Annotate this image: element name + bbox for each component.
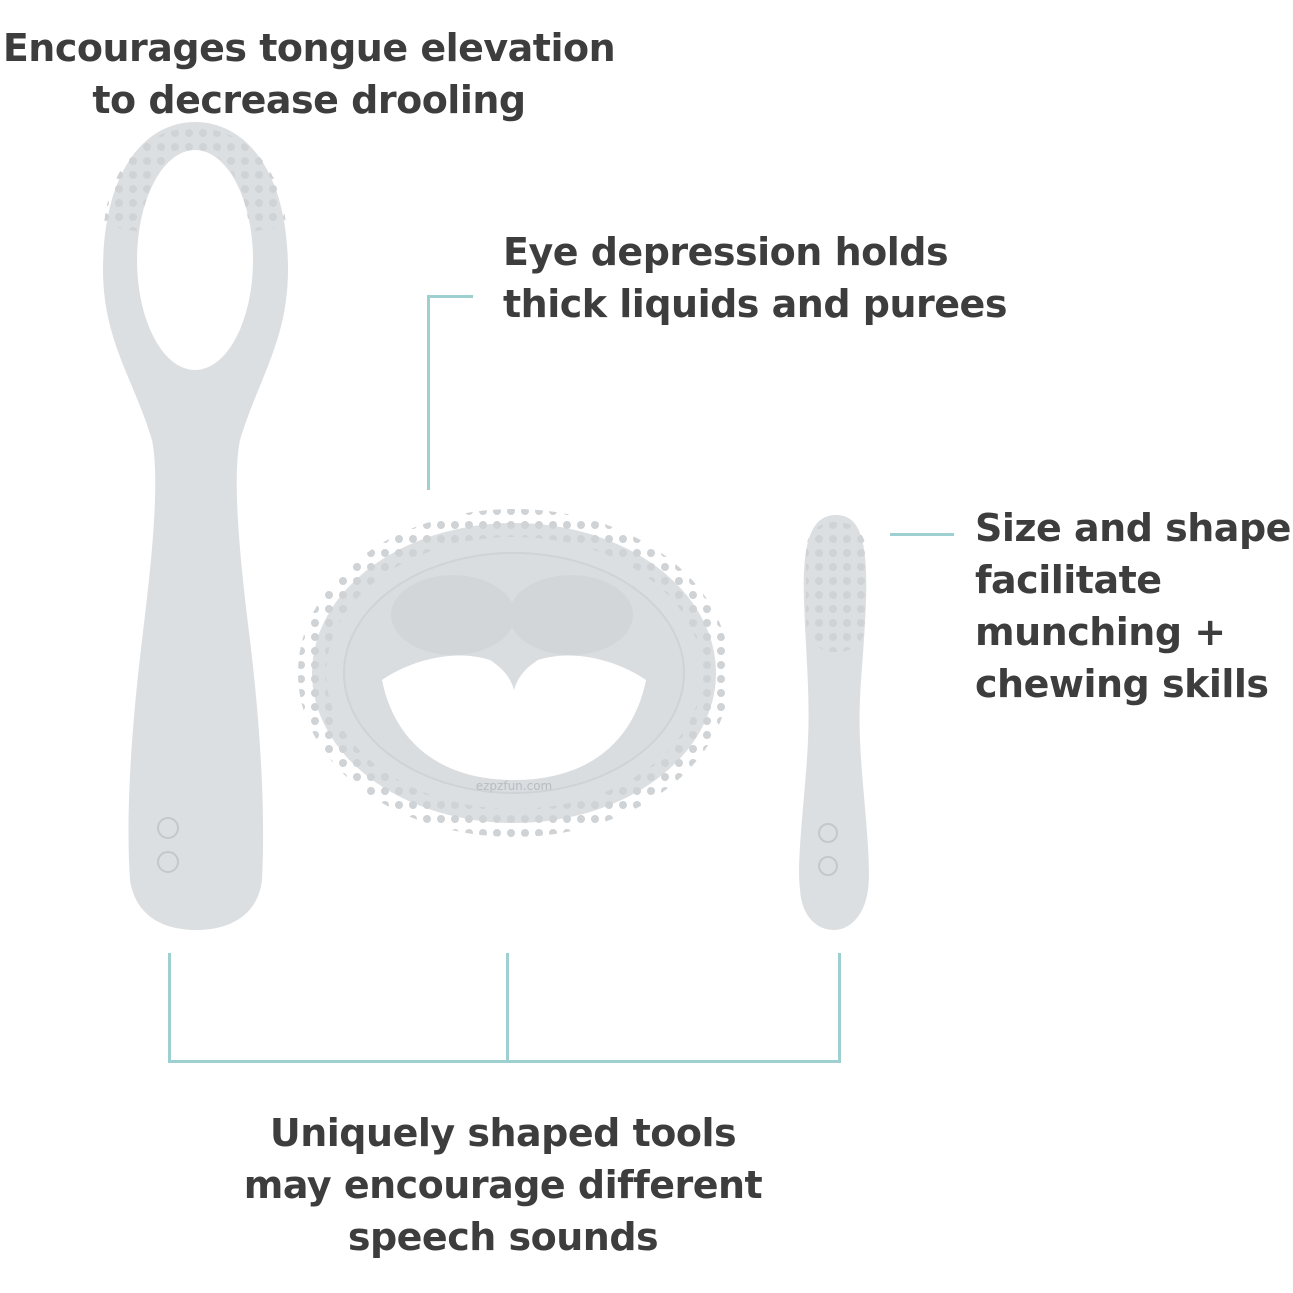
eye-depression-caption: Eye depression holds thick liquids and p…	[503, 226, 1007, 330]
oval-teether: ezpzfun.com	[298, 509, 730, 837]
eye-connector-vertical	[427, 295, 430, 490]
size-connector-line	[890, 533, 954, 536]
bracket-left-leg	[168, 953, 171, 1063]
stick-tool	[799, 515, 869, 930]
size-shape-caption: Size and shape facilitate munching + che…	[975, 502, 1291, 710]
loop-tool-logo	[157, 817, 179, 873]
bracket-middle-leg	[506, 953, 509, 1063]
size-caption-line-3: munching +	[975, 610, 1226, 654]
size-caption-line-1: Size and shape	[975, 506, 1291, 550]
unique-caption-line-2: may encourage different	[243, 1163, 763, 1207]
bracket-bottom-bar	[168, 1060, 841, 1063]
unique-caption-line-1: Uniquely shaped tools	[269, 1111, 737, 1155]
tongue-caption-line-1: Encourages tongue elevation	[2, 26, 616, 70]
size-caption-line-2: facilitate	[975, 558, 1162, 602]
size-caption-line-4: chewing skills	[975, 662, 1269, 706]
eye-caption-line-2: thick liquids and purees	[503, 282, 1007, 326]
unique-shapes-caption: Uniquely shaped tools may encourage diff…	[198, 1107, 808, 1263]
tongue-caption-line-2: to decrease drooling	[92, 78, 526, 122]
tongue-elevation-caption: Encourages tongue elevation to decrease …	[0, 22, 618, 126]
loop-tool	[103, 122, 288, 930]
eye-connector-horizontal	[427, 295, 473, 298]
teether-imprint: ezpzfun.com	[476, 779, 552, 793]
unique-caption-line-3: speech sounds	[347, 1215, 659, 1259]
eye-caption-line-1: Eye depression holds	[503, 230, 949, 274]
bracket-right-leg	[838, 953, 841, 1063]
stick-tool-logo	[818, 823, 838, 876]
